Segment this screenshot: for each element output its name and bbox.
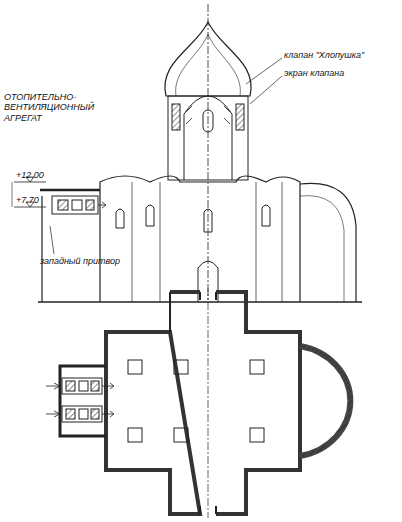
annotation-label: клапан "Хлопушка" — [284, 50, 364, 60]
annotation-label: экран клапана — [284, 68, 344, 78]
annotation-label: +7.70 — [16, 195, 39, 205]
annotation-label: западный притвор — [40, 256, 120, 266]
plan — [46, 288, 350, 518]
annotation-label: +12.00 — [16, 170, 44, 180]
annotation-label: ОТОПИТЕЛЬНО-ВЕНТИЛЯЦИОННЫЙ АГРЕГАТ — [4, 92, 104, 123]
elevation — [12, 4, 362, 302]
